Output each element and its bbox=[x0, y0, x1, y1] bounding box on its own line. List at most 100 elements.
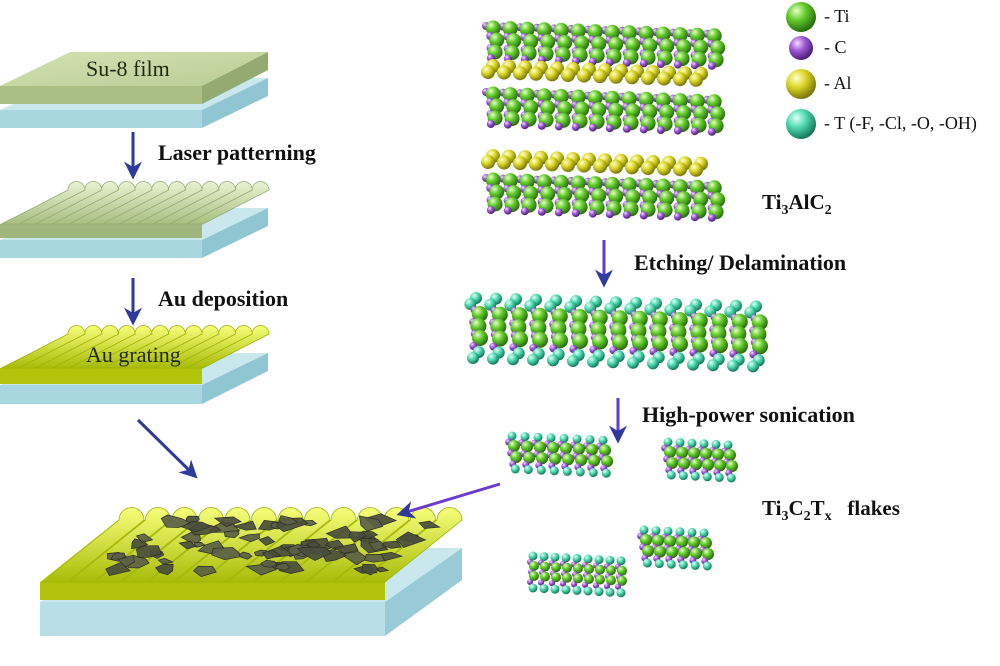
t-sphere-icon bbox=[786, 109, 816, 139]
c-atom bbox=[639, 125, 648, 134]
patterned-grating-substrate bbox=[0, 181, 270, 258]
mxene-flake bbox=[232, 520, 257, 531]
al-atom bbox=[481, 65, 495, 79]
ti-atom bbox=[617, 575, 627, 586]
ti-atom bbox=[712, 337, 728, 354]
ti-atom bbox=[752, 338, 768, 355]
ti-atom bbox=[732, 337, 748, 354]
ti-atom bbox=[710, 40, 726, 56]
ti-atom bbox=[523, 33, 539, 49]
mxene-flake bbox=[288, 543, 309, 558]
ti-atom bbox=[621, 91, 637, 107]
ti-atom bbox=[693, 39, 709, 55]
ti-atom bbox=[730, 325, 747, 342]
al-atom bbox=[497, 155, 511, 170]
ti-sphere-icon bbox=[786, 2, 816, 32]
ti-atom bbox=[676, 39, 692, 55]
ti-atom bbox=[502, 87, 518, 103]
ti-atom bbox=[617, 565, 627, 576]
ti-atom bbox=[631, 310, 648, 327]
mxene-flake bbox=[135, 533, 154, 543]
ti-atom bbox=[519, 87, 535, 103]
t-atom bbox=[647, 357, 659, 370]
ti-atom bbox=[710, 106, 726, 122]
t-atom bbox=[639, 525, 649, 535]
ti-atom bbox=[551, 572, 561, 583]
c-atom bbox=[537, 207, 546, 216]
ti-atom bbox=[492, 330, 508, 347]
t-atom bbox=[594, 587, 604, 597]
t-atom bbox=[616, 556, 626, 566]
ti-atom bbox=[599, 444, 611, 457]
t-atom bbox=[575, 467, 585, 477]
al-atom bbox=[513, 66, 527, 81]
ti-atom bbox=[512, 331, 528, 348]
t-atom bbox=[723, 440, 733, 450]
ti-atom bbox=[731, 313, 748, 330]
ti-atom bbox=[591, 36, 607, 52]
ti-atom bbox=[570, 175, 586, 191]
t-atom bbox=[651, 526, 661, 536]
t-atom bbox=[546, 433, 556, 443]
ti-atom bbox=[666, 457, 679, 469]
al-atom bbox=[641, 71, 655, 85]
t-atom bbox=[561, 585, 571, 595]
ti-atom bbox=[591, 309, 608, 326]
ti-atom bbox=[689, 93, 705, 109]
ti-atom bbox=[572, 333, 588, 349]
ti-atom bbox=[751, 314, 768, 331]
ti-atom bbox=[531, 307, 548, 324]
ti-atom bbox=[625, 189, 641, 205]
ti3alc2-label: Ti3AlC2 bbox=[762, 190, 832, 219]
ti-atom bbox=[575, 454, 588, 466]
ti-atom bbox=[638, 91, 654, 107]
ti-atom bbox=[606, 565, 616, 576]
ti-atom bbox=[510, 451, 523, 463]
c-sphere-icon bbox=[789, 36, 813, 60]
c-atom bbox=[656, 212, 665, 220]
ti-atom bbox=[489, 98, 505, 114]
ti-atom bbox=[573, 563, 583, 574]
au-deposition-label: Au deposition bbox=[158, 286, 289, 311]
c-atom bbox=[588, 209, 597, 218]
ti-atom bbox=[562, 562, 572, 573]
ti-atom bbox=[532, 331, 548, 348]
ti-atom bbox=[650, 323, 667, 340]
mxene-flake bbox=[274, 562, 291, 571]
al-sphere-icon bbox=[786, 69, 816, 99]
ti-atom bbox=[612, 334, 628, 351]
ti-atom bbox=[610, 322, 627, 339]
t-atom bbox=[567, 355, 579, 367]
mxene-flake bbox=[105, 561, 131, 577]
ti-atom bbox=[666, 546, 679, 559]
t-atom bbox=[594, 555, 604, 565]
legend-c-label: - C bbox=[824, 37, 847, 57]
t-atom bbox=[690, 471, 700, 481]
ti-atom bbox=[640, 534, 652, 546]
ti-atom bbox=[540, 100, 556, 116]
ti-atom bbox=[604, 176, 620, 192]
t-atom bbox=[583, 554, 593, 564]
ti-atom bbox=[604, 24, 620, 40]
mxene-flake bbox=[260, 559, 278, 568]
ti-atom bbox=[536, 174, 552, 190]
t-atom bbox=[588, 468, 598, 478]
al-atom bbox=[625, 70, 639, 85]
mxene-flake bbox=[361, 563, 380, 576]
al-atom bbox=[545, 157, 559, 172]
ti-atom bbox=[595, 574, 605, 585]
t-atom bbox=[585, 435, 595, 445]
ti-atom bbox=[726, 460, 739, 472]
al-atom bbox=[497, 65, 511, 80]
mxene-flake bbox=[211, 547, 244, 561]
c-atom bbox=[571, 209, 580, 217]
su8-film-substrate bbox=[0, 52, 268, 128]
t-atom bbox=[678, 471, 688, 481]
mxene-flake bbox=[117, 554, 136, 568]
ti-atom bbox=[642, 189, 658, 205]
laser-patterning-label: Laser patterning bbox=[158, 140, 316, 165]
mxene-flake bbox=[238, 551, 253, 560]
ti-atom bbox=[553, 174, 569, 190]
c-atom bbox=[588, 123, 597, 132]
ti-atom bbox=[608, 102, 624, 118]
